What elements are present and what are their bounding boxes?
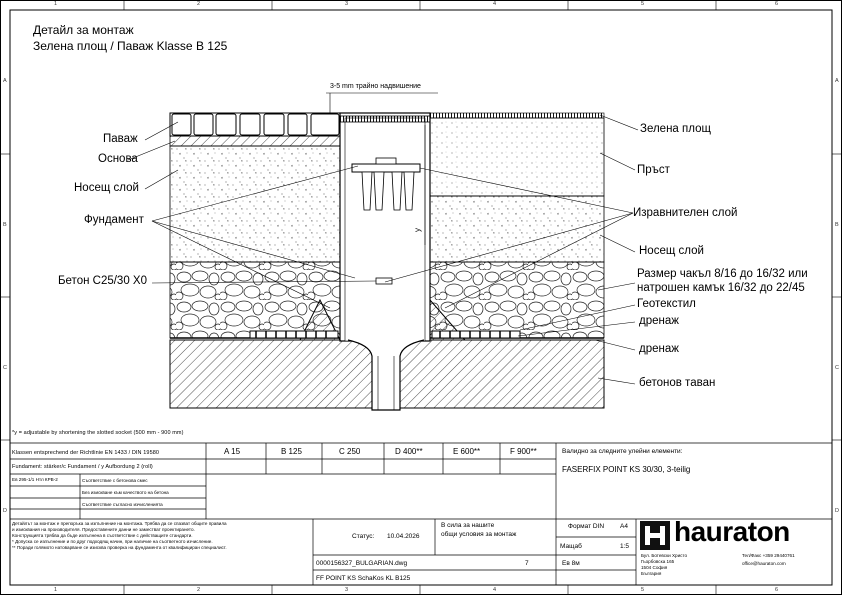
drawing-name: FF POINT KS SchaKos KL B125 xyxy=(316,575,411,582)
col-marker-3-bottom: 3 xyxy=(345,587,349,593)
grass-layer xyxy=(429,112,605,119)
class-e600: E 600** xyxy=(453,447,481,456)
class-d400: D 400** xyxy=(395,447,423,456)
label-osnova: Основа xyxy=(98,153,138,165)
label-tavan: бетонов таван xyxy=(639,377,716,389)
label-razmer-1: Размер чакъл 8/16 до 16/32 или xyxy=(637,268,808,280)
label-pavage: Паваж xyxy=(103,133,138,145)
company-address-2: Гьорбовска 165 xyxy=(641,559,675,564)
label-razmer-2: натрошен камък 16/32 до 22/45 xyxy=(637,282,805,294)
base-layer-right xyxy=(429,195,605,263)
col-marker-4-bottom: 4 xyxy=(493,587,497,593)
drainage-shaft: y xyxy=(249,112,521,411)
hauraton-logo-mark xyxy=(640,521,670,550)
class-f900: F 900** xyxy=(510,447,537,456)
scope-line-1: В сила за нашите xyxy=(441,522,495,529)
status-label: Статус: xyxy=(352,533,375,540)
legal-line-5: ** Поради голямото натоварване се изискв… xyxy=(12,545,227,550)
label-nosesht-left: Носещ слой xyxy=(74,182,139,194)
label-izravnitelen: Изравнителен слой xyxy=(633,207,738,219)
pavers xyxy=(169,112,341,137)
unit-code: Ев 8м xyxy=(562,560,580,567)
legal-line-4: * Допуска се изпълнение и по друг подход… xyxy=(12,539,213,544)
scale-value: 1:5 xyxy=(620,543,630,550)
scale-label: Мащаб xyxy=(560,543,582,550)
legal-line-2: и изисквания на производителя. Предостав… xyxy=(12,527,195,532)
valid-for-product: FASERFIX POINT KS 30/30, 3-teilig xyxy=(562,465,691,474)
label-nosesht-right: Носещ слой xyxy=(639,245,704,257)
format-value: A4 xyxy=(620,523,628,530)
col-marker-5: 5 xyxy=(641,1,645,7)
bedding-layer xyxy=(169,135,341,147)
row-marker-d: D xyxy=(3,508,7,514)
class-b125: B 125 xyxy=(281,447,302,456)
label-drenazh-2: дренаж xyxy=(639,343,679,355)
col-marker-3: 3 xyxy=(345,1,349,7)
company-address-1: Бул. Ботевски Христо xyxy=(641,553,688,558)
status-date: 10.04.2026 xyxy=(387,533,420,540)
row-marker-c-right: C xyxy=(835,365,839,371)
title-block-grid xyxy=(10,442,832,585)
col-marker-6: 6 xyxy=(775,1,779,7)
col-marker-4: 4 xyxy=(493,1,497,7)
small-row-4: Съответствие съгласно изчисленията xyxy=(82,502,163,507)
leader-lines-right xyxy=(384,114,639,385)
format-label: Формат DIN xyxy=(568,523,605,530)
drawing-file: 0000156327_BULGARIAN.dwg xyxy=(316,560,408,567)
col-marker-2-bottom: 2 xyxy=(197,587,201,593)
tolerance-note: 3-5 mm трайно надвишение xyxy=(330,83,421,90)
label-fundament: Фундамент xyxy=(84,214,144,226)
class-c250: C 250 xyxy=(339,447,361,456)
label-zelena: Зелена площ xyxy=(640,123,711,135)
row-marker-a-right: A xyxy=(835,78,839,84)
company-email: office@hauraton.com xyxy=(742,561,786,566)
company-phone: Тел/Факс +359 29440761 xyxy=(742,553,795,558)
drawing-sheet-number: 7 xyxy=(525,560,529,567)
col-marker-1-bottom: 1 xyxy=(54,587,58,593)
legal-line-3: Конструкцията трябва да бъде изпълнена в… xyxy=(12,533,193,538)
col-marker-2: 2 xyxy=(197,1,201,7)
col-marker-5-bottom: 5 xyxy=(641,587,645,593)
load-table-row2: Fundament: stärker/c Fundament / y Aufbo… xyxy=(12,464,153,470)
col-marker-6-bottom: 6 xyxy=(775,587,779,593)
soil-layer xyxy=(429,117,605,197)
load-table-header: Klassen entsprechend der Richtlinie EN 1… xyxy=(12,450,160,456)
footnote: *y = adjustable by shortening the slotte… xyxy=(12,430,184,436)
title-line-1: Детайл за монтаж xyxy=(33,23,134,37)
company-logo-text: hauraton xyxy=(674,516,790,547)
label-prast: Пръст xyxy=(637,164,670,176)
small-row-2: Съответствие с бетонова смес xyxy=(82,478,148,483)
row-marker-d-right: D xyxy=(835,508,839,514)
base-layer-left xyxy=(169,145,341,263)
svg-text:y: y xyxy=(413,228,422,232)
scope-line-2: общи условия за монтаж xyxy=(441,531,517,538)
row-marker-a: A xyxy=(3,78,7,84)
leader-lines-left xyxy=(127,121,377,309)
small-row-3: Без изискване към качеството на бетона xyxy=(82,490,169,495)
company-address-3: 1504 София xyxy=(641,565,668,570)
class-a15: A 15 xyxy=(224,447,241,456)
label-drenazh-1: дренаж xyxy=(639,315,679,327)
small-row-1: Ев 295-1/1 Нтл КРВ-2 xyxy=(12,477,58,482)
col-marker-1: 1 xyxy=(54,1,58,7)
row-marker-b-right: B xyxy=(835,222,839,228)
label-geotextil: Геотекстил xyxy=(637,298,696,310)
company-address-4: България xyxy=(641,571,662,576)
title-line-2: Зелена площ / Паваж Klasse B 125 xyxy=(33,39,228,53)
row-marker-c: C xyxy=(3,365,7,371)
valid-for-label: Валидно за следните улейни елементи: xyxy=(562,448,683,455)
row-marker-b: B xyxy=(3,222,7,228)
legal-line-1: Детайлът за монтаж е препоръка за изпълн… xyxy=(12,521,227,526)
label-beton: Бетон C25/30 X0 xyxy=(58,275,147,287)
